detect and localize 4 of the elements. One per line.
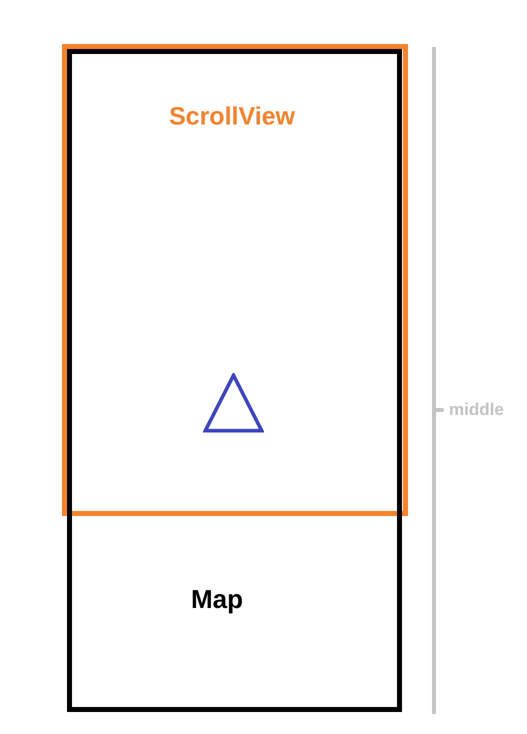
frame-label: ScrollView <box>169 102 295 132</box>
dimension-label: middle <box>449 400 504 420</box>
frame-label: Map <box>191 585 243 615</box>
map-frame <box>67 49 402 712</box>
